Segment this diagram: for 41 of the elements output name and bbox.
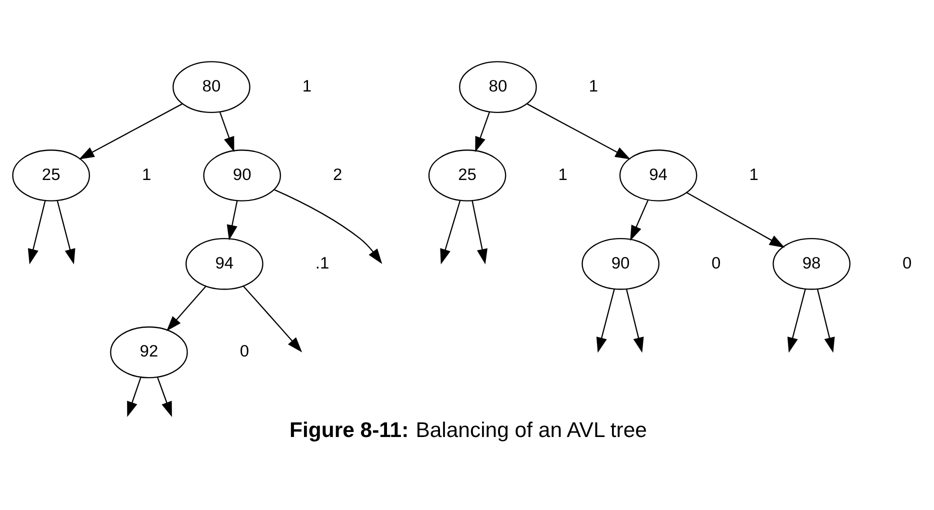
node-ellipse: 90: [582, 237, 660, 290]
arrow: [243, 285, 302, 352]
arrow: [626, 288, 644, 352]
arrow: [787, 288, 806, 352]
arrow: [28, 200, 46, 264]
arrow: [475, 112, 490, 152]
arrow: [56, 200, 76, 264]
arrow: [166, 285, 206, 331]
arrow: [157, 376, 172, 417]
arrow: [526, 102, 631, 159]
arrow: [226, 200, 238, 240]
node-label: 0: [240, 342, 250, 360]
node-label: 1: [588, 76, 598, 95]
node-ellipse: 90: [203, 149, 281, 201]
node-ellipse: 25: [12, 149, 90, 201]
arrow: [440, 200, 461, 264]
arrow: [127, 376, 142, 417]
node-ellipse: 25: [428, 149, 506, 201]
node-label: 0: [711, 254, 721, 272]
node-ellipse: 80: [459, 60, 537, 112]
arrow: [686, 192, 785, 248]
node-ellipse: 80: [172, 60, 250, 112]
arrow: [816, 288, 835, 352]
node-label: 1: [749, 165, 758, 184]
arrow: [596, 288, 615, 352]
node-label: 1: [142, 165, 152, 184]
caption: Figure 8-11: Balancing of an AVL tree: [290, 418, 647, 442]
node-label: 1: [558, 165, 568, 184]
node-label: .1: [315, 254, 330, 272]
node-label: 1: [302, 76, 312, 95]
node-ellipse: 94: [186, 237, 264, 290]
node-label: 2: [333, 165, 342, 184]
node-ellipse: 92: [110, 326, 188, 378]
node-ellipse: 94: [619, 149, 698, 201]
node-ellipse: 98: [772, 237, 850, 290]
arrow: [274, 188, 382, 264]
arrow: [472, 200, 488, 264]
arrow: [219, 112, 234, 152]
arrow: [630, 199, 649, 240]
node-label: 0: [902, 254, 912, 272]
arrow: [78, 102, 183, 159]
